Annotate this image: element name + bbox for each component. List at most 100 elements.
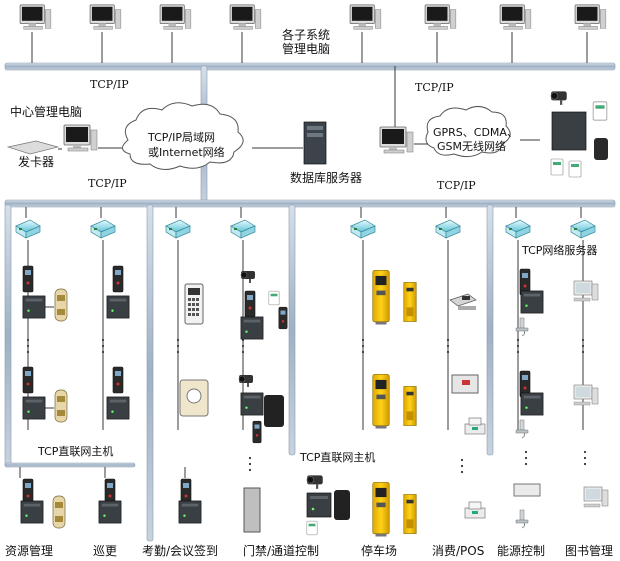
controller-icon (306, 492, 332, 518)
ellipsis-dot (524, 462, 528, 466)
ellipsis-dot (241, 350, 245, 354)
ellipsis-dot (241, 338, 245, 342)
tcpip-label-top-right: TCP/IP (415, 81, 454, 94)
keypad-key (196, 298, 199, 301)
ellipsis-dot (446, 344, 450, 348)
pos-scanner-icon (464, 501, 486, 519)
ellipsis-dot (26, 350, 30, 354)
keypad-key (188, 298, 191, 301)
ellipsis-dot (361, 338, 365, 342)
network-converter-icon (350, 219, 376, 239)
network-converter-icon (230, 219, 256, 239)
parking-barrier-icon (403, 493, 417, 535)
keypad-key (188, 308, 191, 311)
parking-ticket-kiosk-icon (372, 373, 390, 429)
server-bay (307, 126, 323, 130)
direct-host-mid-label: TCP直联网主机 (299, 450, 375, 464)
ellipsis-dot (101, 350, 105, 354)
pos-scanner-icon (464, 417, 486, 435)
parking-ticket-kiosk-icon (372, 481, 390, 537)
network-converter-icon (90, 219, 116, 239)
ellipsis-dot (241, 344, 245, 348)
ellipsis-dot (581, 344, 585, 348)
computer-icon (424, 4, 457, 30)
bottom-label-patrol: 巡更 (93, 544, 117, 558)
branch-trunk (146, 204, 154, 542)
computer-icon (159, 4, 192, 30)
computer-icon (19, 4, 52, 30)
card-reader-icon (22, 366, 34, 394)
ellipsis-dot (176, 350, 180, 354)
top-label-line1: 各子系统 (282, 27, 330, 42)
gsm-controller-icon (551, 111, 587, 151)
handheld-reader-icon (264, 395, 284, 427)
lock-icon (278, 306, 288, 330)
computer-icon (349, 4, 382, 30)
parking-ticket-kiosk-icon (372, 269, 390, 325)
ellipsis-dot (524, 450, 528, 454)
wireless-cloud-line2: GSM无线网络 (437, 139, 506, 153)
lan-cloud-line2: 或Internet网络 (148, 145, 225, 159)
network-converter-icon (15, 219, 41, 239)
wireless-cloud-line1: GPRS、CDMA、 (433, 126, 518, 139)
bottom-bus (4, 199, 616, 208)
device-icons (6, 4, 609, 537)
direct-bus-left (4, 462, 136, 468)
ellipsis-dot (248, 456, 252, 460)
branch-trunk (486, 204, 494, 456)
card-icon (568, 160, 582, 178)
top-label-line2: 管理电脑 (282, 41, 330, 56)
tcpip-label-top-left: TCP/IP (90, 78, 129, 91)
card-icon (550, 158, 564, 176)
controller-icon (22, 396, 46, 420)
ellipsis-dot (176, 338, 180, 342)
lan-cloud-line1: TCP/IP局域网 (147, 131, 215, 144)
ellipsis-dot (176, 344, 180, 348)
ellipsis-dot (361, 350, 365, 354)
faucet-icon (515, 509, 529, 529)
camera-icon (238, 374, 254, 388)
center-pc-label: 中心管理电脑 (10, 104, 82, 119)
camera-icon (306, 474, 324, 490)
ellipsis-dot (583, 456, 587, 460)
controller-icon (20, 500, 44, 524)
tcpip-label-bottom-left: TCP/IP (88, 177, 127, 190)
bottom-label-attendance: 考勤/会议签到 (142, 543, 218, 558)
bottom-label-library: 图书管理 (565, 543, 613, 558)
ellipsis-dot (460, 464, 464, 468)
ellipsis-dot (26, 338, 30, 342)
bottom-label-pos: 消费/POS (432, 544, 484, 558)
card-slot-icon (513, 483, 541, 497)
controller-icon (22, 295, 46, 319)
wireless-cloud-shape (425, 106, 511, 158)
card-reader-icon (22, 265, 34, 293)
ellipsis-dot (524, 456, 528, 460)
bottom-label-resource: 资源管理 (5, 543, 53, 558)
keypad-key (192, 298, 195, 301)
keypad-key (192, 303, 195, 306)
parking-barrier-icon (403, 385, 417, 427)
card-reader-icon (112, 366, 124, 394)
label-layer: 各子系统 管理电脑 TCP/IP TCP/IP TCP/IP TCP/IP 中心… (5, 27, 613, 558)
card-reader-icon (252, 420, 262, 444)
clock-face (186, 388, 202, 404)
library-pc-icon (583, 486, 609, 508)
computer-icon (499, 4, 532, 30)
network-converter-icon (570, 219, 596, 239)
ellipsis-dot (516, 338, 520, 342)
intercom-panel-icon (243, 487, 261, 533)
bottom-label-energy: 能源控制 (497, 544, 545, 558)
ellipsis-dot (460, 458, 464, 462)
card-icon (306, 520, 318, 536)
handheld-reader-icon (594, 138, 608, 160)
computer-icon (574, 4, 607, 30)
ellipsis-dot (101, 338, 105, 342)
lan-cloud-shape (122, 102, 244, 170)
controller-icon (106, 396, 130, 420)
network-converter-icon (165, 219, 191, 239)
net-server-label: TCP网络服务器 (521, 243, 597, 257)
top-bus (4, 62, 616, 71)
card-issuer-icon (6, 140, 60, 155)
ellipsis-dot (516, 344, 520, 348)
